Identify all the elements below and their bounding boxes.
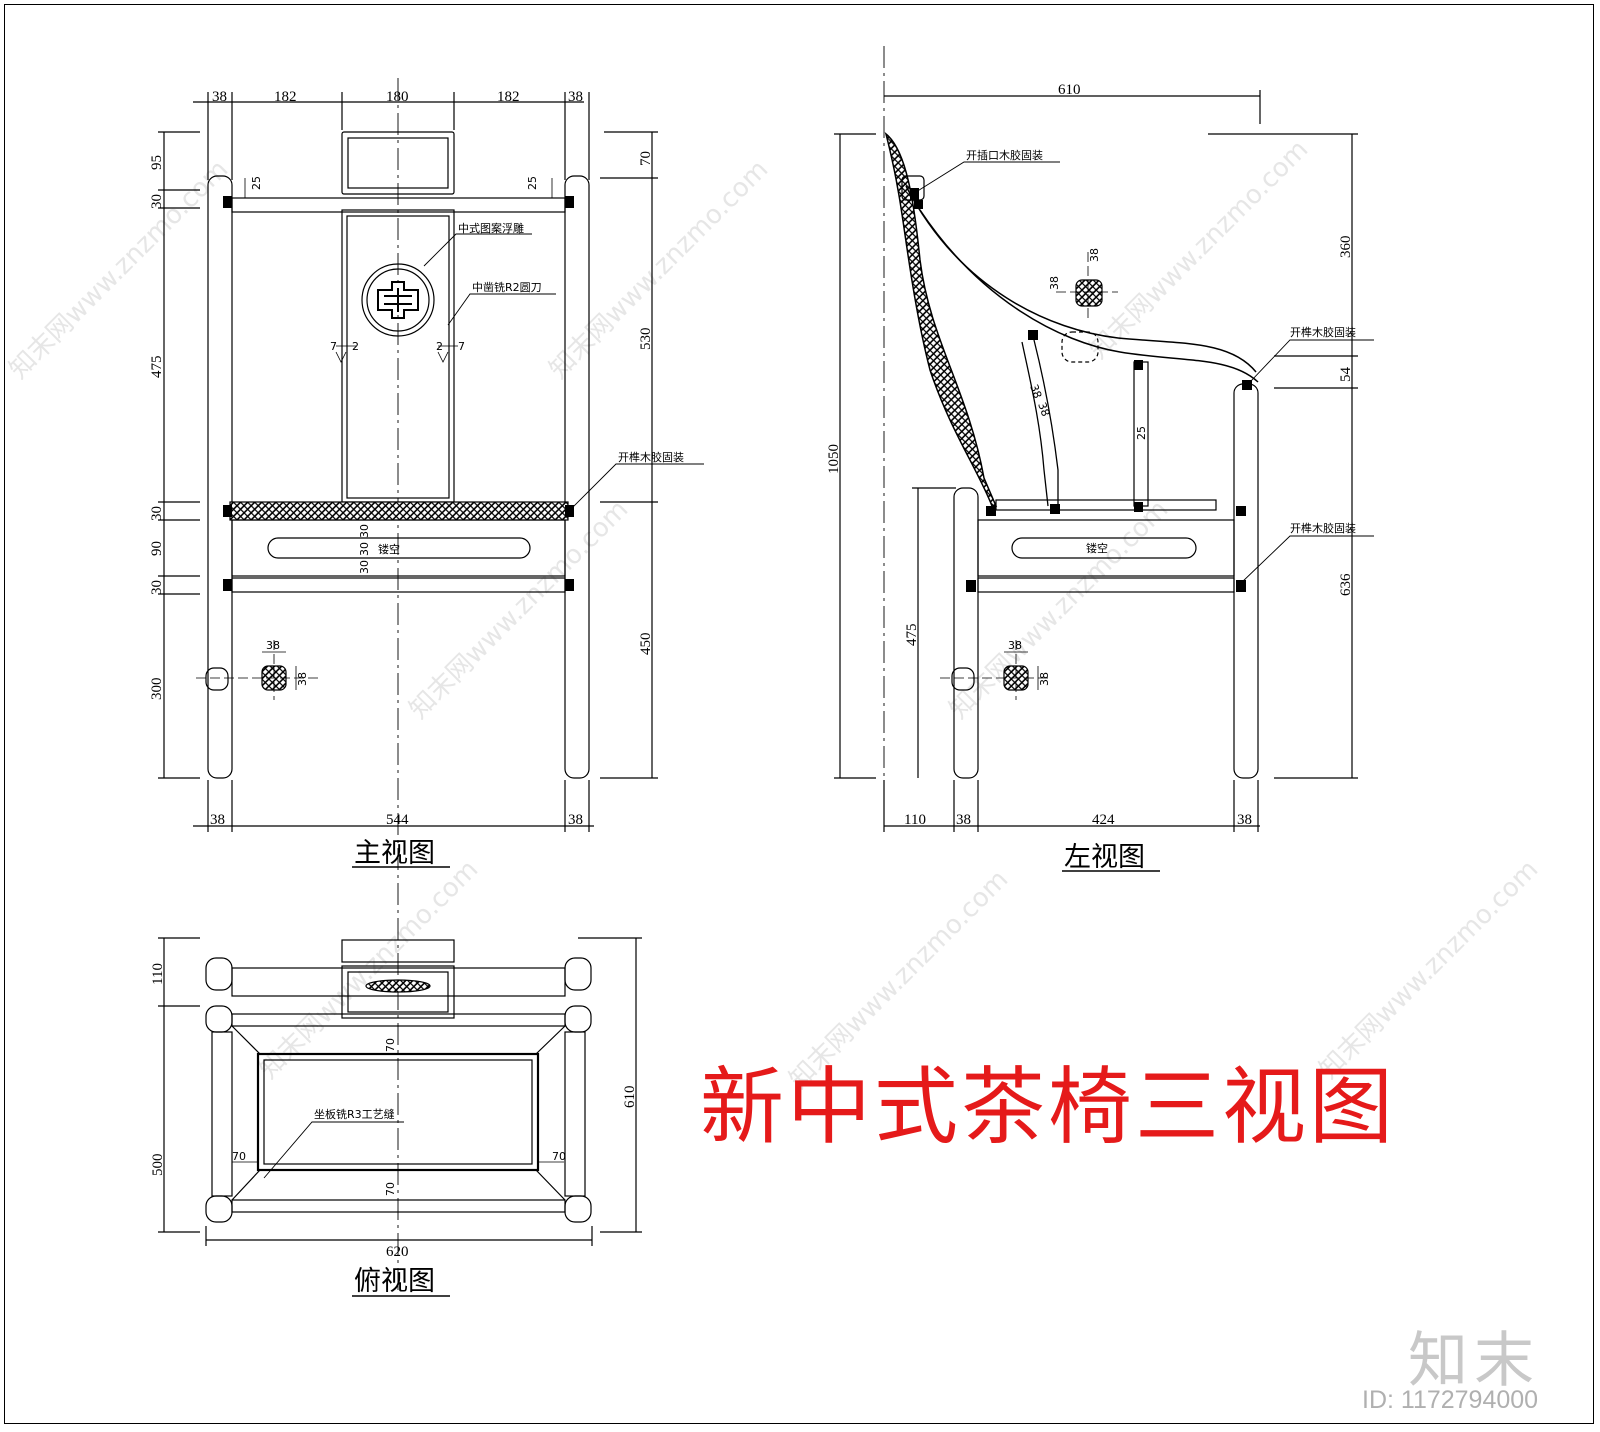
dim-left-leg: 475 (904, 624, 920, 647)
dim-top-inner-1: 70 (384, 1038, 397, 1052)
dim-left-leg-section-1: 38 (1008, 639, 1022, 652)
dim-top-left-1: 110 (150, 963, 166, 985)
dim-left-section-1: 38 (1048, 276, 1061, 290)
dim-front-left-3: 475 (149, 356, 165, 379)
brand-logo-watermark: 知末 (1408, 1326, 1540, 1396)
dim-top-left-2: 500 (150, 1154, 166, 1177)
dim-front-arrow-3: 2 (436, 340, 443, 353)
left-view-label: 左视图 (1064, 842, 1145, 873)
top-view-label: 俯视图 (354, 1266, 435, 1297)
dim-front-left-2: 30 (149, 194, 165, 209)
dim-front-arrow-2: 2 (352, 340, 359, 353)
dim-left-bottom-1: 110 (904, 812, 926, 828)
dim-front-arrow-4: 7 (458, 340, 465, 353)
note-r2-router: 中凿铣R2圆刀 (472, 280, 542, 294)
dim-left-height: 1050 (826, 444, 842, 474)
dim-front-top-4: 182 (497, 89, 520, 105)
dim-front-left-1: 95 (149, 155, 165, 170)
dim-front-right-3: 450 (638, 633, 654, 656)
dim-front-left-6: 30 (149, 580, 165, 595)
dim-front-bottom-1: 38 (210, 812, 225, 828)
drawing-title: 新中式茶椅三视图 (700, 1058, 1397, 1156)
dim-left-bottom-4: 38 (1237, 812, 1252, 828)
dim-front-left-5: 90 (149, 541, 165, 556)
dim-front-section-2: 38 (296, 672, 309, 686)
dim-front-bottom-2: 544 (386, 812, 409, 828)
watermark-layer: 知末网www.znzmo.com 知末网www.znzmo.com 知末网www… (4, 134, 1545, 1095)
carved-medallion (361, 263, 435, 337)
dim-top-right: 610 (622, 1086, 638, 1109)
dim-front-right-1: 70 (638, 151, 654, 166)
dim-front-top-1: 38 (212, 89, 227, 105)
dim-front-arrow-1: 7 (330, 340, 337, 353)
note-left-tenon-1: 开榫木胶固装 (1290, 325, 1356, 339)
dim-front-bottom-3: 38 (568, 812, 583, 828)
left-view: 610 1050 360 54 636 475 开插口木胶固装 38 38 25 (826, 46, 1374, 873)
image-id-label: ID: 1172794000 (1362, 1386, 1539, 1414)
dim-left-spindle: 25 (1135, 426, 1148, 440)
dim-front-apron-2: 30 (358, 542, 371, 556)
dim-front-left-7: 300 (149, 678, 165, 701)
dim-left-support-2: 38 (1035, 401, 1052, 419)
dim-left-right-2: 54 (1338, 367, 1354, 383)
watermark-text: 知末网www.znzmo.com (404, 494, 635, 725)
dim-left-leg-section-2: 38 (1038, 672, 1051, 686)
dim-top-inner-2: 70 (384, 1182, 397, 1196)
watermark-text: 知末网www.znzmo.com (254, 854, 485, 1085)
dim-front-top-2: 182 (274, 89, 297, 105)
note-relief-carving: 中式图案浮雕 (458, 221, 524, 235)
front-view-label: 主视图 (354, 838, 435, 869)
note-left-tenon-2: 开榫木胶固装 (1290, 521, 1356, 535)
dim-top-bottom: 620 (386, 1244, 409, 1260)
dim-top-inner-4: 70 (552, 1150, 566, 1163)
top-view: 110 500 610 坐板铣R3工艺缝 70 70 70 70 (150, 937, 642, 1297)
watermark-text: 知末网www.znzmo.com (4, 154, 235, 385)
dim-front-left-4: 30 (149, 506, 165, 521)
watermark-text: 知末网www.znzmo.com (544, 154, 775, 385)
front-view: 38 182 180 182 38 95 30 475 30 90 30 300… (149, 78, 704, 1290)
note-front-tenon: 开榫木胶固装 (618, 450, 684, 464)
dim-front-top-3: 180 (386, 89, 409, 105)
dim-left-section-2: 38 (1088, 248, 1101, 262)
dim-front-top-5: 38 (568, 89, 583, 105)
dim-left-top: 610 (1058, 82, 1081, 98)
note-left-insert-joint: 开插口木胶固装 (966, 148, 1043, 162)
dim-left-bottom-2: 38 (956, 812, 971, 828)
note-left-openwork: 镂空 (1086, 541, 1108, 555)
dim-front-apron-1: 30 (358, 524, 371, 538)
dim-front-section-1: 38 (266, 639, 280, 652)
dim-left-support-1: 38 (1027, 383, 1044, 401)
dim-front-right-2: 530 (638, 328, 654, 351)
dim-left-right-3: 636 (1338, 573, 1354, 596)
dim-front-tenon-2: 25 (526, 176, 539, 190)
dim-front-apron-3: 30 (358, 560, 371, 574)
dim-top-inner-3: 70 (232, 1150, 246, 1163)
note-top-seat-groove: 坐板铣R3工艺缝 (314, 1107, 395, 1121)
drawing-frame (4, 4, 1594, 1424)
dim-left-bottom-3: 424 (1092, 812, 1115, 828)
watermark-text: 知末网www.znzmo.com (1084, 134, 1315, 365)
dim-front-tenon-1: 25 (250, 176, 263, 190)
note-front-openwork: 镂空 (378, 542, 400, 556)
dim-left-right-1: 360 (1338, 236, 1354, 259)
